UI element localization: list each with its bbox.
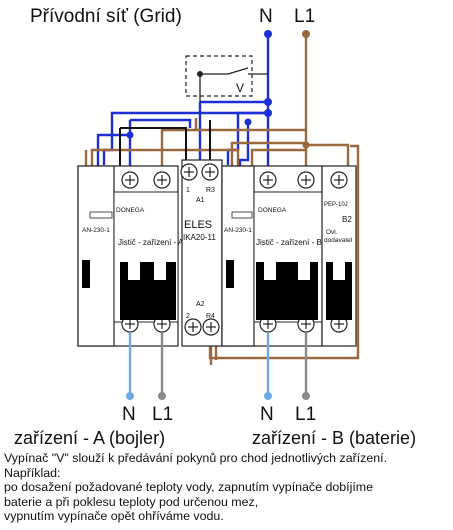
explanation-note: Vypínač "V" slouží k předávání pokynů pr… (4, 451, 452, 524)
switch-v[interactable]: V (185, 55, 268, 102)
relay-terminal-a1: A1 (196, 197, 205, 204)
relay-terminal-a2: A2 (196, 301, 205, 308)
relay-eles: 1 R3 A1 ELES IKA20-11 A2 2 R4 (180, 159, 223, 347)
module-b-dodavatel: dodavatel (324, 237, 353, 244)
line-nodes (302, 30, 310, 149)
switch-v-label: V (236, 81, 244, 95)
relay-terminal-r3: R3 (206, 187, 215, 194)
breaker-a-left-text: AN-230-1 (82, 227, 110, 234)
supply-n-label: N (259, 6, 273, 27)
module-b-code: PEP-10J (324, 202, 348, 208)
output-wiring (128, 332, 308, 396)
output-nodes (126, 392, 310, 400)
module-b-b2: B2 (342, 215, 352, 224)
note-line: vypnutím vypínače opět ohříváme vodu. (4, 509, 224, 524)
relay-terminal-r4: R4 (206, 313, 215, 320)
device-a-n-label: N (122, 404, 136, 425)
device-a-l1-label: L1 (152, 404, 174, 425)
device-b-l1-label: L1 (295, 404, 317, 425)
relay-name: ELES (184, 219, 212, 231)
diagram-title: Přívodní síť (Grid) (30, 6, 182, 27)
breaker-a-brand: DONEGA (116, 207, 145, 214)
breaker-a: AN-230-1 DONEGA Jistič - zařízení - A (77, 165, 184, 347)
breaker-b-left-text: AN-230-1 (224, 227, 252, 234)
relay-terminal-2: 2 (186, 313, 190, 320)
module-b-ovl: Ovl. (326, 229, 338, 236)
supply-l1-label: L1 (294, 6, 316, 27)
breaker-b-title: Jistič - zařízení - B (256, 238, 322, 247)
relay-terminal-1: 1 (186, 187, 190, 194)
device-b-name: zařízení - B (baterie) (252, 428, 417, 448)
module-b: PEP-10J B2 Ovl. dodavatel (321, 165, 357, 347)
device-b-n-label: N (260, 404, 274, 425)
note-line: baterie a při poklesu teploty pod určeno… (4, 494, 259, 509)
note-line: Vypínač "V" slouží k předávání pokynů pr… (4, 451, 388, 465)
note-line: po dosažení požadované teploty vody, zap… (4, 480, 373, 495)
breaker-b: AN-230-1 DONEGA Jistič - zařízení - B (221, 165, 323, 347)
device-a-name: zařízení - A (bojler) (14, 428, 166, 448)
note-line: Například: (4, 465, 61, 480)
relay-model: IKA20-11 (183, 233, 216, 242)
breaker-b-brand: DONEGA (258, 207, 287, 214)
breaker-a-title: Jistič - zařízení - A (118, 238, 184, 247)
